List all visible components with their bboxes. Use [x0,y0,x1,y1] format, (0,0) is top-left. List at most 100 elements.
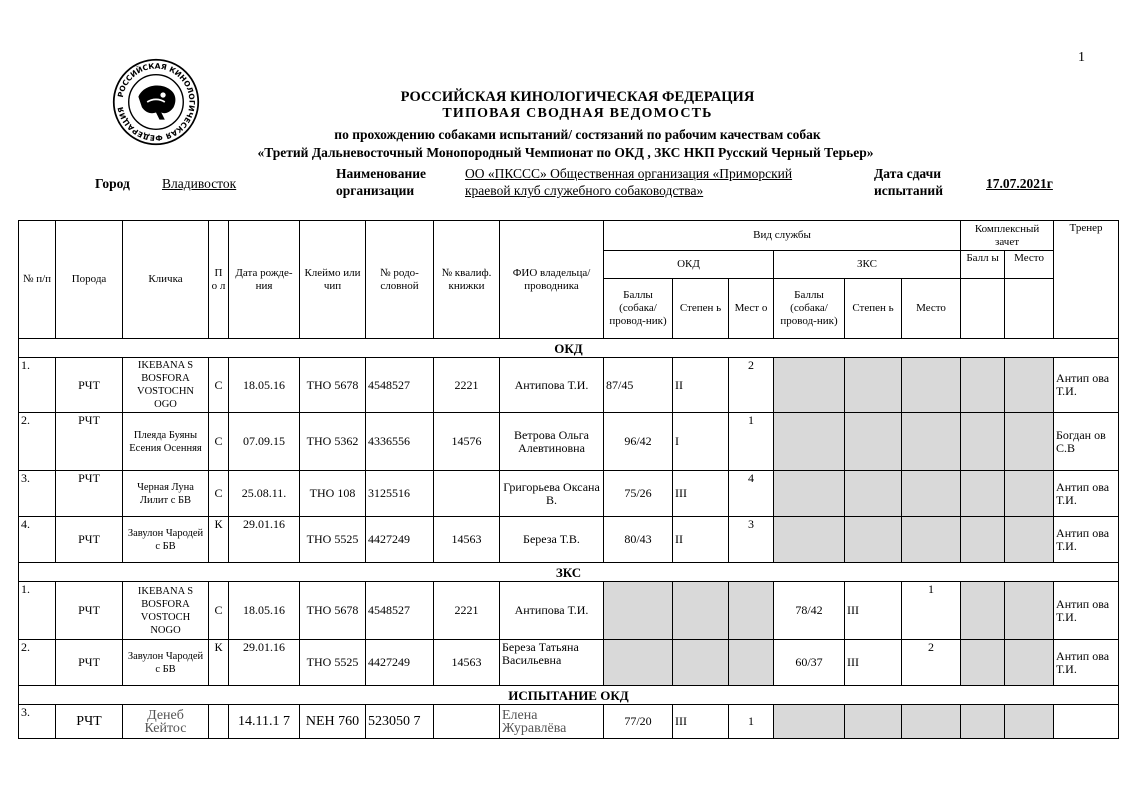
cell-trainer: Антип ова Т.И. [1053,639,1120,686]
doc-subtitle: по прохождению собаками испытаний/ состя… [334,127,821,142]
col-complex-score-header: Балл ы [960,250,1006,279]
cell-sex: К [208,516,229,563]
cell-pedigree: 523050 7 [365,704,434,739]
cell-okd-degree [672,639,729,686]
cell-trainer: Антип ова Т.И. [1053,357,1120,413]
cell-zks-score [773,412,845,471]
cell-book [433,470,500,517]
cell-owner: Елена Журавлёва [499,704,604,739]
cell-brand: ТНО 5362 [299,412,366,471]
cell-complex-score [960,470,1006,517]
cell-dob: 18.05.16 [228,357,300,413]
org-title: РОССИЙСКАЯ КИНОЛОГИЧЕСКАЯ ФЕДЕРАЦИЯ [400,89,755,105]
cell-complex-place [1004,704,1055,739]
col-okd-degree-header: Степен ь [672,278,729,339]
cell-name: Завулон Чародей с БВ [122,639,209,686]
cell-complex-place [1004,357,1055,413]
col-zks-degree-header: Степен ь [844,278,902,339]
col-breed-header: Порода [55,220,123,339]
cell-sex [208,704,229,739]
cell-breed: РЧТ [55,470,123,517]
cell-zks-score [773,516,845,563]
cell-complex-score [960,357,1006,413]
col-pedigree-header: № родо-словной [365,220,434,339]
col-complex-place-header: Место [1004,250,1055,279]
cell-breed: РЧТ [55,581,123,640]
cell-okd-score: 96/42 [603,412,673,471]
col-zks-place-header: Место [900,278,962,339]
cell-num: 1. [18,357,56,413]
cell-name: Денеб Кейтос [122,704,209,739]
col-zks-score-header: Баллы (собака/ провод-ник) [773,278,845,339]
cell-okd-score: 87/45 [603,357,673,413]
cell-complex-place [1004,581,1055,640]
cell-complex-score [960,516,1006,563]
cell-pedigree: 4336556 [365,412,434,471]
cell-num: 3. [18,470,56,517]
cell-owner: Антипова Т.И. [499,581,604,640]
section-title: ИСПЫТАНИЕ ОКД [17,685,1120,705]
cell-book: 2221 [433,357,500,413]
cell-zks-place [900,704,962,739]
cell-complex-place [1004,412,1055,471]
cell-zks-place: 2 [900,639,962,686]
cell-okd-degree [672,581,729,640]
doc-type-title: ТИПОВАЯ СВОДНАЯ ВЕДОМОСТЬ [442,106,713,121]
cell-brand: ТНО 5678 [299,357,366,413]
cell-owner: Береза Татьяна Васильевна [499,639,604,686]
cell-trainer [1053,704,1120,739]
col-owner-header: ФИО владельца/ проводника [499,220,604,339]
cell-owner: Береза Т.В. [499,516,604,563]
cell-zks-place [900,412,962,471]
section-title: ОКД [17,338,1120,358]
cell-pedigree: 4427249 [365,639,434,686]
cell-pedigree: 4427249 [365,516,434,563]
section-header-zks: ЗКС [17,562,1120,582]
cell-zks-degree [844,516,902,563]
cell-owner: Григорьева Оксана В. [499,470,604,517]
cell-zks-place [900,516,962,563]
cell-book [433,704,500,739]
cell-okd-place [728,581,774,640]
cell-book: 14563 [433,639,500,686]
cell-okd-place [728,639,774,686]
cell-name: Черная Луна Лилит с БВ [122,470,209,517]
cell-dob: 25.08.11. [228,470,300,517]
cell-name: IKEBANA S BOSFORA VOSTOCHN OGO [122,357,209,413]
cell-name: Завулон Чародей с БВ [122,516,209,563]
kennel-federation-seal: РОССИЙСКАЯ КИНОЛОГИЧЕСКАЯ ФЕДЕРАЦИЯ [112,58,200,146]
cell-zks-place [900,357,962,413]
cell-okd-degree: III [672,704,729,739]
cell-trainer: Богдан ов С.В [1053,412,1120,471]
cell-breed: РЧТ [55,516,123,563]
cell-breed: РЧТ [55,357,123,413]
cell-sex: С [208,357,229,413]
col-okd-place-header: Мест о [728,278,774,339]
cell-dob: 07.09.15 [228,412,300,471]
cell-num: 2. [18,639,56,686]
cell-zks-score: 60/37 [773,639,845,686]
cell-complex-score [960,412,1006,471]
cell-num: 2. [18,412,56,471]
col-zks-header: ЗКС [772,250,962,279]
cell-name: Плеяда Буяны Есения Осенняя [122,412,209,471]
org-value: ОО «ПКССС» Общественная организация «При… [465,166,793,198]
cell-zks-degree [844,357,902,413]
col-complex-place-empty [1004,278,1055,339]
cell-num: 1. [18,581,56,640]
cell-sex: К [208,639,229,686]
cell-okd-place: 3 [728,516,774,563]
city-value: Владивосток [162,176,237,191]
cell-okd-score: 75/26 [603,470,673,517]
cell-book: 14563 [433,516,500,563]
cell-dob: 14.11.1 7 [228,704,300,739]
cell-okd-score: 80/43 [603,516,673,563]
cell-okd-score [603,639,673,686]
cell-okd-place: 1 [728,412,774,471]
cell-pedigree: 4548527 [365,581,434,640]
col-num-header: № п/п [18,220,56,339]
cell-zks-degree [844,470,902,517]
cell-okd-place: 1 [728,704,774,739]
